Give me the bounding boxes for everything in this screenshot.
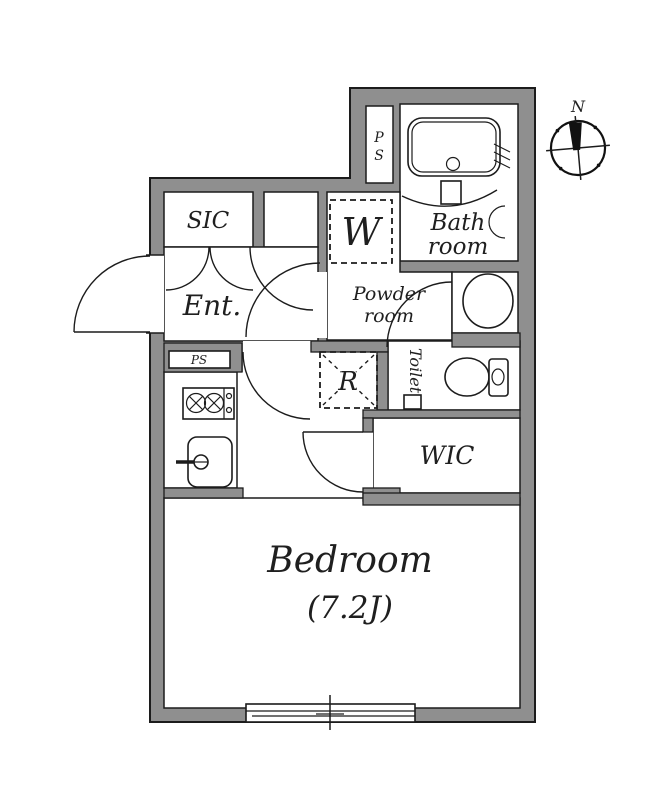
wall-toilet-bottom bbox=[362, 409, 521, 419]
kitchen-floor-strip bbox=[237, 372, 247, 488]
wall-wic-left-top bbox=[362, 417, 374, 433]
compass-north-label: N bbox=[570, 97, 586, 116]
wic-door-arc bbox=[302, 431, 364, 493]
wall-corridor-top bbox=[310, 340, 389, 353]
toilet-bowl bbox=[444, 357, 490, 397]
washbasin-bowl bbox=[462, 273, 514, 329]
ps-small-label: PS bbox=[190, 353, 207, 367]
closet-door-arc bbox=[249, 246, 314, 311]
room-ps-top bbox=[365, 105, 394, 184]
toilet-paper-holder bbox=[403, 394, 422, 410]
powder-door-arc bbox=[245, 262, 321, 338]
bathroom-label-line2: room bbox=[428, 234, 489, 260]
door-arcs bbox=[165, 246, 453, 493]
interior-walls bbox=[163, 332, 521, 506]
wall-wic-bottom bbox=[362, 492, 521, 506]
bathroom-details bbox=[401, 143, 511, 239]
room-corridor bbox=[243, 341, 377, 501]
compass-rose bbox=[546, 116, 610, 180]
ps-top-label-s: S bbox=[374, 148, 384, 164]
wall-toilet-left bbox=[376, 351, 389, 411]
washer-box bbox=[329, 199, 393, 264]
toilet-fixture bbox=[403, 357, 509, 410]
powder-label-line2: room bbox=[364, 305, 414, 327]
entrance-door-gap bbox=[148, 255, 164, 333]
room-bedroom bbox=[163, 497, 521, 709]
powder-label-line1: Powder bbox=[352, 283, 427, 305]
wic-label: WIC bbox=[420, 441, 475, 470]
sic-door-arc-left bbox=[165, 246, 210, 291]
powder-doorway bbox=[317, 272, 327, 338]
bath-step bbox=[440, 180, 462, 205]
ps-small-box bbox=[168, 350, 231, 369]
window bbox=[245, 695, 416, 730]
entrance-label: Ent. bbox=[182, 289, 242, 322]
sic-label: SIC bbox=[187, 208, 230, 234]
bath-counter bbox=[488, 205, 506, 239]
bedroom-label: Bedroom bbox=[266, 540, 433, 581]
toilet-door-arc bbox=[386, 281, 453, 348]
wic-doorway bbox=[363, 432, 373, 488]
washer-label: W bbox=[341, 210, 383, 254]
toilet-label: Toilet bbox=[406, 348, 425, 394]
labels-layer: N SIC Ent. W Bath room Powder room P S P… bbox=[182, 97, 586, 626]
wall-basin-toilet bbox=[451, 332, 521, 348]
bathroom-label-line1: Bath bbox=[430, 210, 486, 236]
bath-drain bbox=[445, 156, 461, 172]
toilet-tank bbox=[488, 358, 509, 397]
gas-stove bbox=[182, 387, 235, 420]
refrigerator-box bbox=[319, 351, 378, 409]
room-closet bbox=[263, 191, 319, 248]
bath-curtain-arc bbox=[401, 189, 498, 207]
sic-door-arc-right bbox=[209, 246, 254, 291]
kitchen-sink bbox=[176, 436, 233, 488]
refrigerator-label: R bbox=[337, 367, 358, 397]
bedroom-size-label: (7.2J) bbox=[307, 590, 393, 626]
corridor-door-arc bbox=[242, 351, 311, 420]
room-entrance bbox=[163, 246, 319, 342]
compass-needle bbox=[568, 121, 582, 151]
entrance-door-arc bbox=[73, 255, 151, 333]
wall-kitchen-end bbox=[163, 487, 244, 499]
entrance-door bbox=[73, 254, 164, 334]
ps-top-label-p: P bbox=[373, 130, 384, 146]
room-sic bbox=[163, 191, 254, 248]
bathtub bbox=[407, 117, 501, 177]
room-wic bbox=[372, 417, 521, 494]
